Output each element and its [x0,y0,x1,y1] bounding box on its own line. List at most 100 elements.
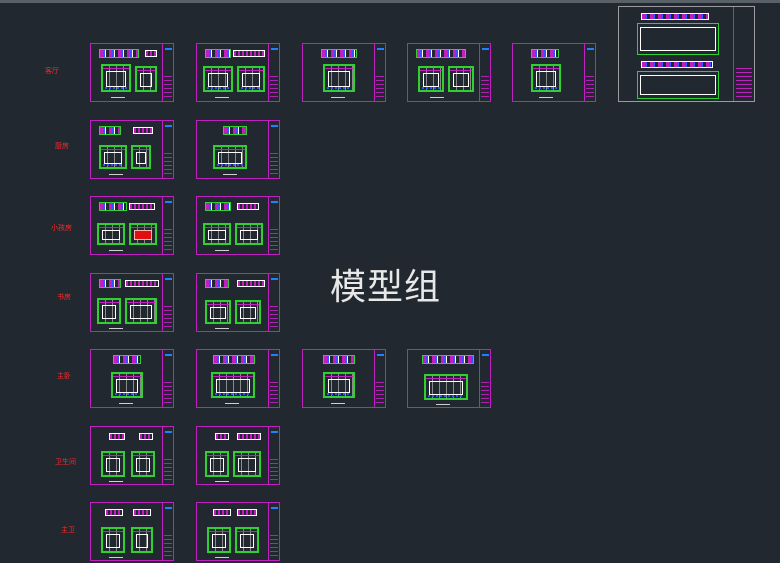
plan-view [323,372,355,398]
elevation-strip [129,203,155,210]
plan-view [131,451,155,477]
drawing-sheet[interactable] [196,120,280,179]
title-block [479,44,490,101]
elevation-strip [321,49,357,58]
row-label-master-bath: 主卫 [61,526,75,534]
row-label-kids-room: 小孩房 [51,224,72,232]
drawing-sheet[interactable] [196,349,280,408]
drawing-sheet[interactable] [196,273,280,332]
row-label-master-bedroom: 主卧 [57,372,71,380]
elevation-strip [99,202,127,211]
elevation-strip [215,433,229,440]
elevation-strip [99,49,139,58]
elevation-strip [416,49,466,58]
drawing-sheet[interactable] [90,349,174,408]
plan-view [213,145,247,169]
title-block [162,274,173,331]
title-block [479,350,490,407]
plan-view [448,66,474,92]
elevation-strip [205,49,231,58]
elevation-strip [237,433,261,440]
plan-view [101,527,125,553]
plan-view [125,298,157,324]
drawing-sheet-large[interactable] [618,6,755,102]
elevation-strip [113,355,141,364]
elevation-strip [237,280,265,287]
title-block [374,350,385,407]
drawing-sheet[interactable] [90,120,174,179]
title-block [268,197,279,254]
title-block [268,427,279,484]
title-block [268,274,279,331]
elevation-strip [139,433,153,440]
plan-view [235,527,259,553]
elevation-strip [323,355,355,364]
drawing-sheet[interactable] [407,349,491,408]
drawing-sheet[interactable] [407,43,491,102]
drawing-sheet[interactable] [302,43,386,102]
watermark-text: 模型组 [330,267,442,308]
title-block [162,350,173,407]
elevation-strip [223,126,247,135]
elevation-strip [125,280,159,287]
plan-view [101,451,125,477]
drawing-sheet[interactable] [196,196,280,255]
plan-view [97,298,121,324]
drawing-sheet[interactable] [90,43,174,102]
title-block [268,503,279,560]
title-block [162,197,173,254]
plan-view [97,223,125,245]
drawing-sheet[interactable] [196,426,280,485]
elevation-strip [205,202,231,211]
elevation-strip [205,279,229,288]
plan-view [211,372,255,398]
title-block [268,121,279,178]
drawing-sheet[interactable] [196,43,280,102]
plan-view [135,66,157,92]
drawing-sheet[interactable] [512,43,596,102]
row-label-study: 书房 [57,293,71,301]
elevation-strip [531,49,559,58]
plan-view [205,300,231,324]
plan-view [235,300,261,324]
plan-view-highlighted [129,223,157,245]
drawing-sheet[interactable] [90,426,174,485]
plan-view [418,66,444,92]
plan-view [233,451,261,477]
elevation-strip [99,126,121,135]
elevation-strip [145,50,157,57]
viewport-top-border [0,0,780,3]
elevation-strip [133,509,151,516]
title-block [162,121,173,178]
plan-view [131,145,151,169]
plan-view [203,223,231,245]
plan-view [101,64,131,92]
title-block [374,44,385,101]
elevation-strip [233,50,265,57]
row-label-kitchen: 厨房 [55,142,69,150]
plan-view [531,64,561,92]
plan-view [323,64,355,92]
row-label-living-room: 客厅 [45,67,59,75]
plan-view [99,145,127,169]
drawing-sheet[interactable] [90,196,174,255]
title-block [268,44,279,101]
plan-view [235,223,263,245]
drawing-sheet[interactable] [196,502,280,561]
plan-view [111,372,143,398]
drawing-sheet[interactable] [90,273,174,332]
elevation-strip [105,509,123,516]
elevation-strip [133,127,153,134]
elevation-strip [213,509,231,516]
title-block [584,44,595,101]
elevation-strip [237,203,259,210]
title-block [268,350,279,407]
plan-view [424,374,468,400]
elevation-strip [109,433,125,440]
elevation-strip [237,509,257,516]
row-label-bathroom: 卫生间 [55,458,76,466]
title-block [162,503,173,560]
elevation-strip [213,355,255,364]
drawing-sheet[interactable] [302,349,386,408]
drawing-sheet[interactable] [90,502,174,561]
